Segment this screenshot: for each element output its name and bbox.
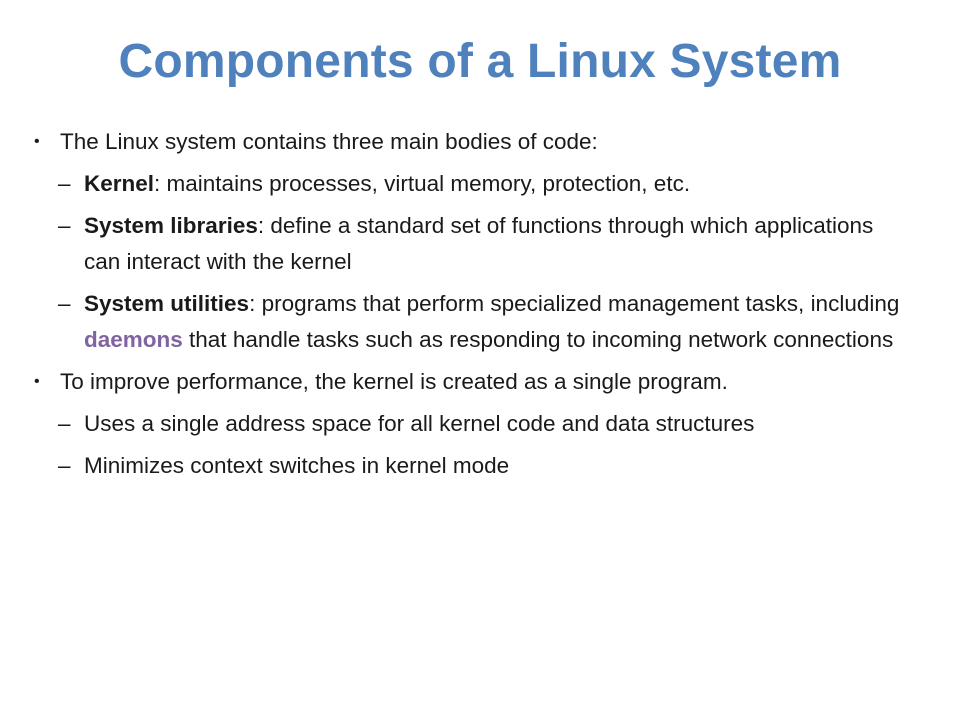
sub-bullet-item-system-utilities: – System utilities: programs that perfor… xyxy=(34,286,914,358)
slide-title: Components of a Linux System xyxy=(118,35,842,88)
highlight-daemons: daemons xyxy=(84,327,183,352)
sub-bullet-item-system-libraries: – System libraries: define a standard se… xyxy=(34,208,914,280)
term-system-utilities: System utilities xyxy=(84,291,250,316)
bullet-text: The Linux system contains three main bod… xyxy=(60,129,598,154)
dash-marker: – xyxy=(58,213,71,238)
sub-bullet-text: : maintains processes, virtual memory, p… xyxy=(154,171,691,196)
term-kernel: Kernel xyxy=(84,171,155,196)
sub-bullet-item: – Minimizes context switches in kernel m… xyxy=(34,448,914,484)
bullet-marker: • xyxy=(34,373,40,390)
dash-marker: – xyxy=(58,411,71,436)
dash-marker: – xyxy=(58,453,71,478)
sub-bullet-text: : define a standard set of functions thr… xyxy=(84,213,874,274)
bullet-marker: • xyxy=(34,133,40,150)
sub-bullet-text: : programs that perform specialized mana… xyxy=(249,291,900,316)
bullet-text: To improve performance, the kernel is cr… xyxy=(60,369,728,394)
bullet-item: • To improve performance, the kernel is … xyxy=(34,364,914,400)
dash-marker: – xyxy=(58,291,71,316)
sub-bullet-item: – Uses a single address space for all ke… xyxy=(34,406,914,442)
dash-marker: – xyxy=(58,171,71,196)
sub-bullet-text: Uses a single address space for all kern… xyxy=(84,411,755,436)
bullet-item: • The Linux system contains three main b… xyxy=(34,124,914,160)
slide-content: • The Linux system contains three main b… xyxy=(34,124,914,490)
sub-bullet-item-kernel: – Kernel: maintains processes, virtual m… xyxy=(34,166,914,202)
sub-bullet-text: that handle tasks such as responding to … xyxy=(182,327,894,352)
term-system-libraries: System libraries xyxy=(84,213,258,238)
sub-bullet-text: Minimizes context switches in kernel mod… xyxy=(84,453,510,478)
